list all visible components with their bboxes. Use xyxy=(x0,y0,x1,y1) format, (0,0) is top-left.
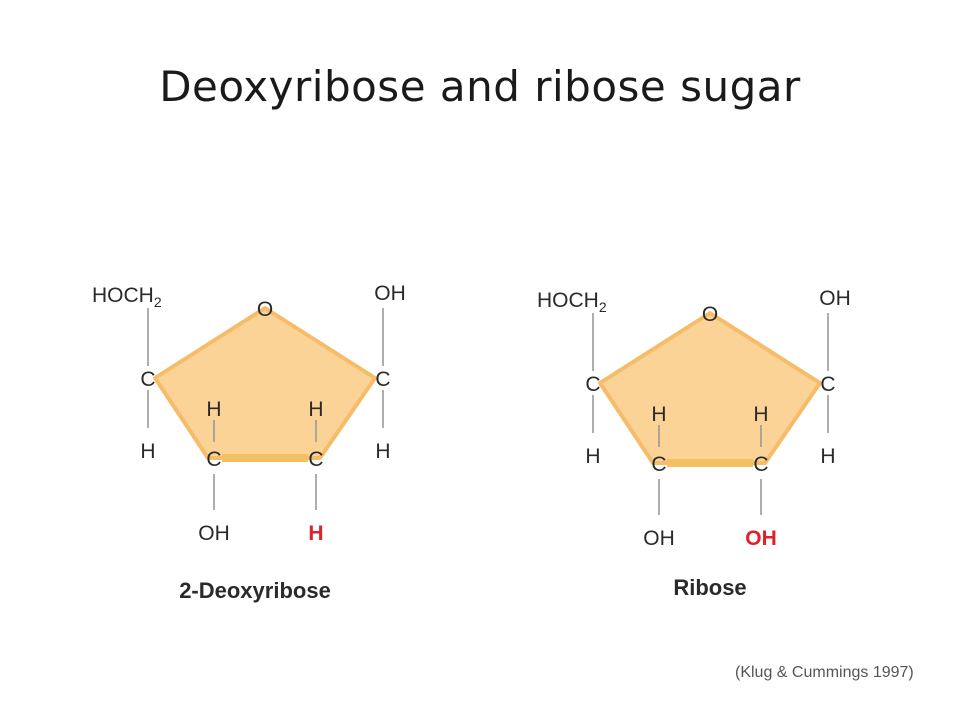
ribose-hoch2-label: HOCH2 xyxy=(537,289,607,315)
ribose-c3-oh: OH xyxy=(643,527,675,550)
source-credit: (Klug & Cummings 1997) xyxy=(735,664,914,681)
ribose-c2-h: H xyxy=(753,403,768,426)
deoxyribose-c3-h: H xyxy=(206,398,221,421)
ribose-c2: C xyxy=(753,453,768,476)
slide-title: Deoxyribose and ribose sugar xyxy=(159,62,801,111)
deoxyribose-ring xyxy=(153,306,377,460)
deoxyribose-c4-h: H xyxy=(140,440,155,463)
deoxyribose-label: 2-Deoxyribose xyxy=(179,578,331,603)
ribose-c4: C xyxy=(585,373,600,396)
ribose-ring xyxy=(598,311,822,465)
deoxyribose-ring-oxygen: O xyxy=(257,298,273,321)
deoxyribose-c2-h: H xyxy=(308,398,323,421)
deoxyribose-c4: C xyxy=(140,368,155,391)
ribose-c2-oh-highlight: OH xyxy=(745,527,777,550)
ribose-c4-h: H xyxy=(585,445,600,468)
deoxyribose-hoch2-label: HOCH2 xyxy=(92,284,162,310)
deoxyribose-c1-h: H xyxy=(375,440,390,463)
deoxyribose-c3-oh: OH xyxy=(198,522,230,545)
ribose-c3-h: H xyxy=(651,403,666,426)
ribose-c3: C xyxy=(651,453,666,476)
ribose-ring-oxygen: O xyxy=(702,303,718,326)
deoxyribose-c2: C xyxy=(308,448,323,471)
ribose-structure: HOCH2 O OH C C H H H H C C OH OH Ribose xyxy=(537,287,851,600)
ribose-c1-oh: OH xyxy=(819,287,851,310)
ribose-c1: C xyxy=(820,373,835,396)
deoxyribose-c1: C xyxy=(375,368,390,391)
deoxyribose-structure: HOCH2 O OH C C H H H H C C OH H 2-Deoxyr… xyxy=(92,282,406,603)
deoxyribose-c3: C xyxy=(206,448,221,471)
ribose-label: Ribose xyxy=(673,575,746,600)
ribose-c1-h: H xyxy=(820,445,835,468)
deoxyribose-c1-oh: OH xyxy=(374,282,406,305)
deoxyribose-c2-h-highlight: H xyxy=(308,522,323,545)
